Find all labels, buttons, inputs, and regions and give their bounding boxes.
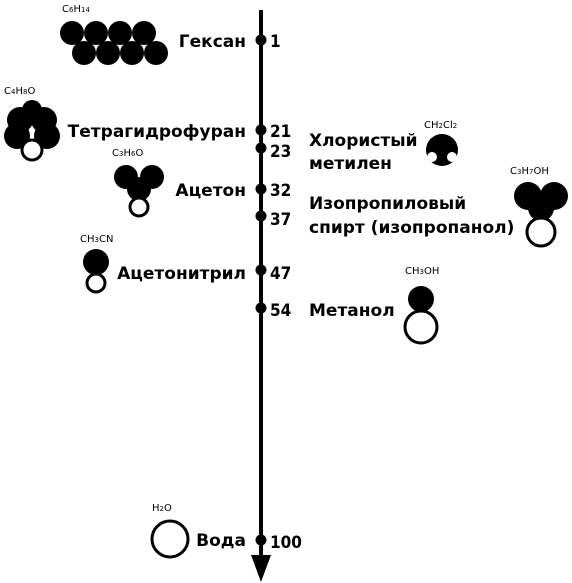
- hexane-point: [255, 34, 267, 46]
- thf-point: [255, 124, 267, 136]
- water-value: 100: [270, 533, 302, 553]
- acetone-molecule-icon: [114, 165, 164, 218]
- acetonitrile-molecule-icon: [83, 249, 109, 294]
- dichloromethane-label-line1: Хлористый: [309, 131, 418, 151]
- hexane-label: Гексан: [179, 32, 246, 52]
- hexane-formula: C6H14: [62, 4, 90, 15]
- water-formula: H2O: [152, 503, 172, 514]
- dichloromethane-value: 23: [270, 142, 291, 162]
- acetone-value: 32: [270, 181, 291, 201]
- dichloromethane-label-line2: метилен: [309, 154, 392, 174]
- hexane-molecule-icon: [60, 21, 168, 65]
- acetone-formula: C3H6O: [112, 148, 143, 159]
- water-label: Вода: [196, 531, 246, 551]
- dichloromethane-molecule-icon: [426, 134, 458, 166]
- isopropanol-label-line2: спирт (изопропанол): [309, 218, 514, 238]
- water-molecule-icon: [150, 519, 190, 559]
- dichloromethane-point: [255, 142, 267, 154]
- water-point: [255, 534, 267, 546]
- methanol-molecule-icon: [403, 286, 439, 345]
- isopropanol-molecule-icon: [514, 182, 568, 248]
- acetonitrile-formula: CH3CN: [80, 234, 113, 245]
- acetone-label: Ацетон: [175, 181, 246, 201]
- thf-value: 21: [270, 122, 291, 142]
- methanol-point: [255, 302, 267, 314]
- thf-molecule-icon: [4, 100, 60, 162]
- isopropanol-point: [255, 210, 267, 222]
- isopropanol-value: 37: [270, 210, 291, 230]
- methanol-formula: CH3OH: [405, 266, 439, 277]
- hexane-value: 1: [270, 32, 281, 52]
- isopropanol-formula: C3H7OH: [510, 166, 549, 177]
- acetonitrile-point: [255, 264, 267, 276]
- methanol-label: Метанол: [309, 301, 395, 321]
- thf-formula: C4H8O: [4, 86, 35, 97]
- acetonitrile-value: 47: [270, 264, 291, 284]
- isopropanol-label-line1: Изопропиловый: [309, 194, 466, 214]
- axis-arrow-icon: [251, 555, 271, 582]
- acetonitrile-label: Ацетонитрил: [117, 264, 246, 284]
- acetone-point: [255, 183, 267, 195]
- methanol-value: 54: [270, 301, 291, 321]
- thf-label: Тетрагидрофуран: [68, 122, 246, 142]
- dichloromethane-formula: CH2Cl2: [424, 120, 457, 131]
